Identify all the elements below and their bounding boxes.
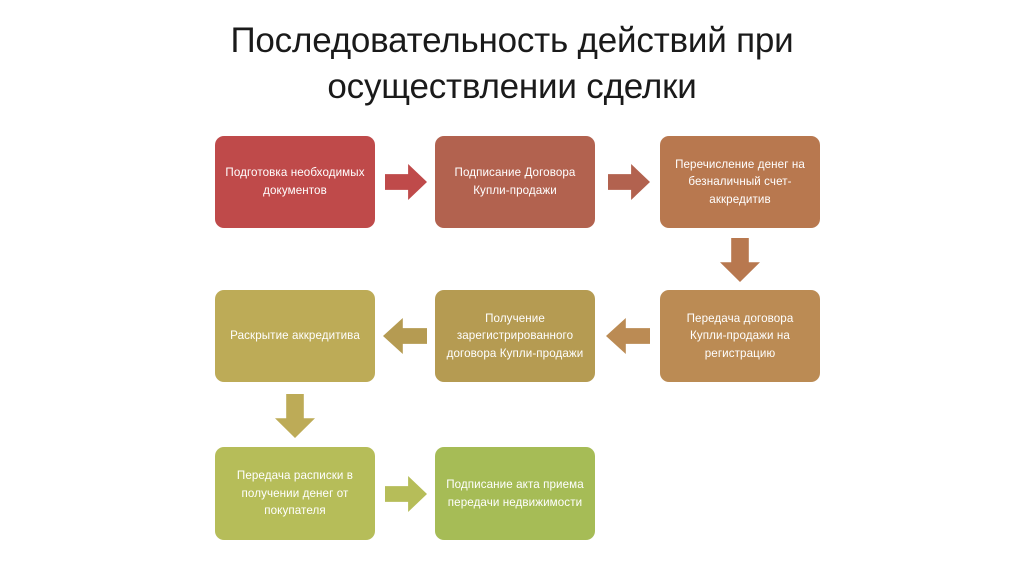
flow-node-step-7[interactable]: Передача расписки в получении денег от п… <box>215 447 375 540</box>
arrow-down-icon-step-6-to-step-7 <box>275 394 315 438</box>
flow-node-step-6[interactable]: Раскрытие аккредитива <box>215 290 375 382</box>
page-title: Последовательность действий при осуществ… <box>230 21 794 107</box>
flow-node-step-5[interactable]: Получение зарегистрированного договора К… <box>435 290 595 382</box>
arrow-down-icon-step-3-to-step-4 <box>720 238 760 282</box>
arrow-right-icon-step-1-to-step-2 <box>385 164 427 200</box>
flow-node-step-8[interactable]: Подписание акта приема передачи недвижим… <box>435 447 595 540</box>
flow-node-label: Подписание Договора Купли-продажи <box>454 166 576 197</box>
arrow-right-icon-step-7-to-step-8 <box>385 476 427 512</box>
flow-node-step-4[interactable]: Передача договора Купли-продажи на регис… <box>660 290 820 382</box>
flow-node-label: Подготовка необходимых документов <box>225 166 365 197</box>
flow-node-label: Передача расписки в получении денег от п… <box>236 469 354 518</box>
flow-node-label: Перечисление денег на безналичный счет-а… <box>675 157 805 206</box>
flow-node-label: Подписание акта приема передачи недвижим… <box>446 477 584 509</box>
flow-node-label: Получение зарегистрированного договора К… <box>446 311 584 360</box>
arrow-right-icon-step-2-to-step-3 <box>608 164 650 200</box>
flow-node-step-1[interactable]: Подготовка необходимых документов <box>215 136 375 228</box>
arrow-left-icon-step-5-to-step-6 <box>383 318 427 354</box>
flow-node-label: Раскрытие аккредитива <box>230 329 360 343</box>
flow-node-label: Передача договора Купли-продажи на регис… <box>686 311 794 360</box>
flow-node-step-3[interactable]: Перечисление денег на безналичный счет-а… <box>660 136 820 228</box>
flow-node-step-2[interactable]: Подписание Договора Купли-продажи <box>435 136 595 228</box>
arrow-left-icon-step-4-to-step-5 <box>606 318 650 354</box>
